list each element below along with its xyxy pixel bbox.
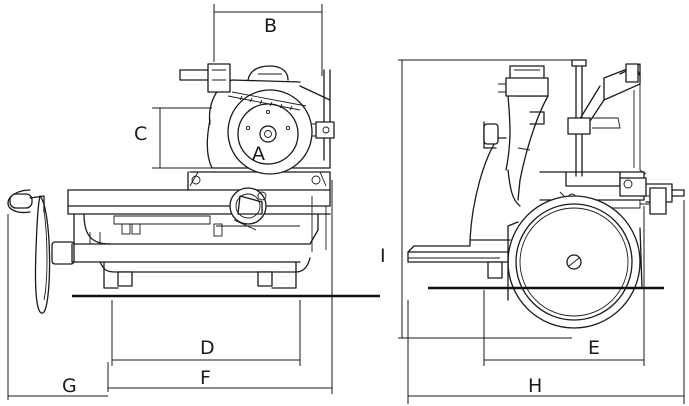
label-c: C: [134, 123, 147, 145]
hand-wheel: [7, 189, 75, 314]
label-h: H: [528, 375, 542, 397]
pusher-arm: [567, 63, 647, 175]
label-e: E: [588, 337, 600, 359]
side-view-drawing: [7, 63, 335, 314]
blade-assembly: [179, 63, 335, 175]
label-b: B: [264, 15, 277, 37]
label-f: F: [200, 367, 211, 389]
front-view-drawing: [407, 59, 685, 329]
label-d: D: [200, 337, 215, 359]
carriage-block: [539, 171, 685, 215]
label-g: G: [62, 375, 77, 397]
gear-housing: [187, 171, 331, 231]
label-a: A: [252, 143, 265, 165]
label-i: I: [380, 245, 386, 267]
dimension-lines: [7, 4, 685, 404]
base-body: [67, 189, 331, 289]
blade-wheel-front: [507, 195, 641, 329]
